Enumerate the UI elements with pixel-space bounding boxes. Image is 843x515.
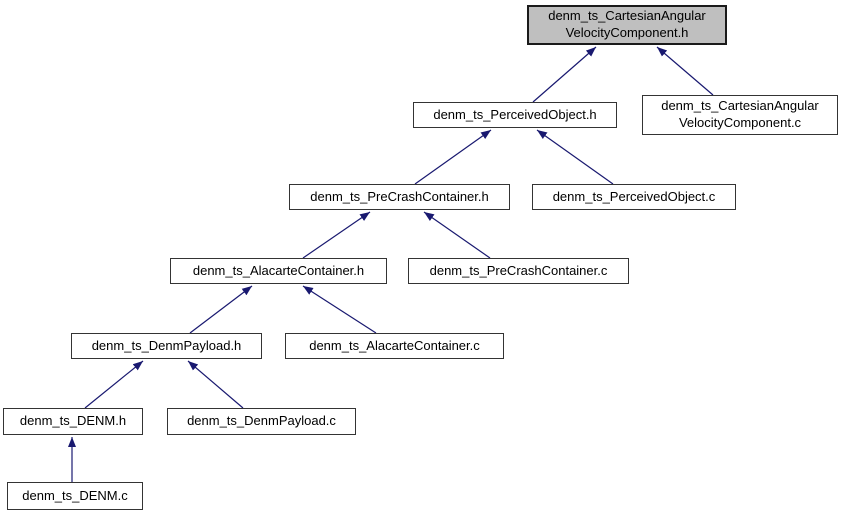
edge-po_h-to-cav_h bbox=[532, 46, 597, 103]
node-denm_ts_DenmPayload-c[interactable]: denm_ts_DenmPayload.c bbox=[167, 408, 356, 435]
node-label-line: denm_ts_CartesianAngular bbox=[661, 98, 819, 114]
node-denm_ts_AlacarteContainer-c[interactable]: denm_ts_AlacarteContainer.c bbox=[285, 333, 504, 359]
node-label-line: denm_ts_DENM.c bbox=[22, 487, 128, 503]
edge-ac_c-to-ac_h bbox=[302, 285, 377, 334]
node-denm_ts_PerceivedObject-h[interactable]: denm_ts_PerceivedObject.h bbox=[413, 102, 617, 128]
edge-pcc_h-to-po_h bbox=[414, 129, 492, 185]
node-denm_ts_DENM-h[interactable]: denm_ts_DENM.h bbox=[3, 408, 143, 435]
edge-ac_h-to-pcc_h bbox=[302, 211, 371, 259]
node-label-line: denm_ts_AlacarteContainer.h bbox=[192, 262, 365, 278]
node-label-line: VelocityComponent.h bbox=[565, 25, 689, 40]
node-label-line: denm_ts_CartesianAngular bbox=[548, 8, 706, 24]
node-label-line: VelocityComponent.c bbox=[678, 115, 802, 130]
node-label-line: denm_ts_PreCrashContainer.h bbox=[310, 188, 489, 204]
edge-pcc_c-to-pcc_h bbox=[423, 211, 491, 259]
node-denm_ts_PreCrashContainer-h[interactable]: denm_ts_PreCrashContainer.h bbox=[289, 184, 510, 210]
node-denm_ts_CartesianAngularVelocityComponent-c[interactable]: denm_ts_CartesianAngular VelocityCompone… bbox=[642, 95, 838, 135]
node-label-line: denm_ts_AlacarteContainer.c bbox=[309, 337, 480, 353]
node-denm_ts_DenmPayload-h[interactable]: denm_ts_DenmPayload.h bbox=[71, 333, 262, 359]
node-label-line: denm_ts_PerceivedObject.h bbox=[433, 106, 597, 122]
edge-cav_c-to-cav_h bbox=[656, 46, 714, 96]
node-label-line: denm_ts_DenmPayload.h bbox=[91, 337, 242, 353]
node-denm_ts_CartesianAngularVelocityComponent-h: denm_ts_CartesianAngular VelocityCompone… bbox=[527, 5, 727, 45]
edge-denm_h-to-dp_h bbox=[84, 360, 144, 409]
node-label-line: denm_ts_DenmPayload.c bbox=[187, 413, 336, 429]
node-denm_ts_PreCrashContainer-c[interactable]: denm_ts_PreCrashContainer.c bbox=[408, 258, 629, 284]
node-label-line: denm_ts_PreCrashContainer.c bbox=[429, 262, 608, 278]
edge-dp_h-to-ac_h bbox=[189, 285, 253, 334]
edge-po_c-to-po_h bbox=[536, 129, 614, 185]
node-denm_ts_AlacarteContainer-h[interactable]: denm_ts_AlacarteContainer.h bbox=[170, 258, 387, 284]
node-denm_ts_PerceivedObject-c[interactable]: denm_ts_PerceivedObject.c bbox=[532, 184, 736, 210]
edge-dp_c-to-dp_h bbox=[187, 360, 244, 409]
node-denm_ts_DENM-c[interactable]: denm_ts_DENM.c bbox=[7, 482, 143, 510]
node-label-line: denm_ts_DENM.h bbox=[19, 413, 127, 429]
node-label-line: denm_ts_PerceivedObject.c bbox=[552, 188, 716, 204]
